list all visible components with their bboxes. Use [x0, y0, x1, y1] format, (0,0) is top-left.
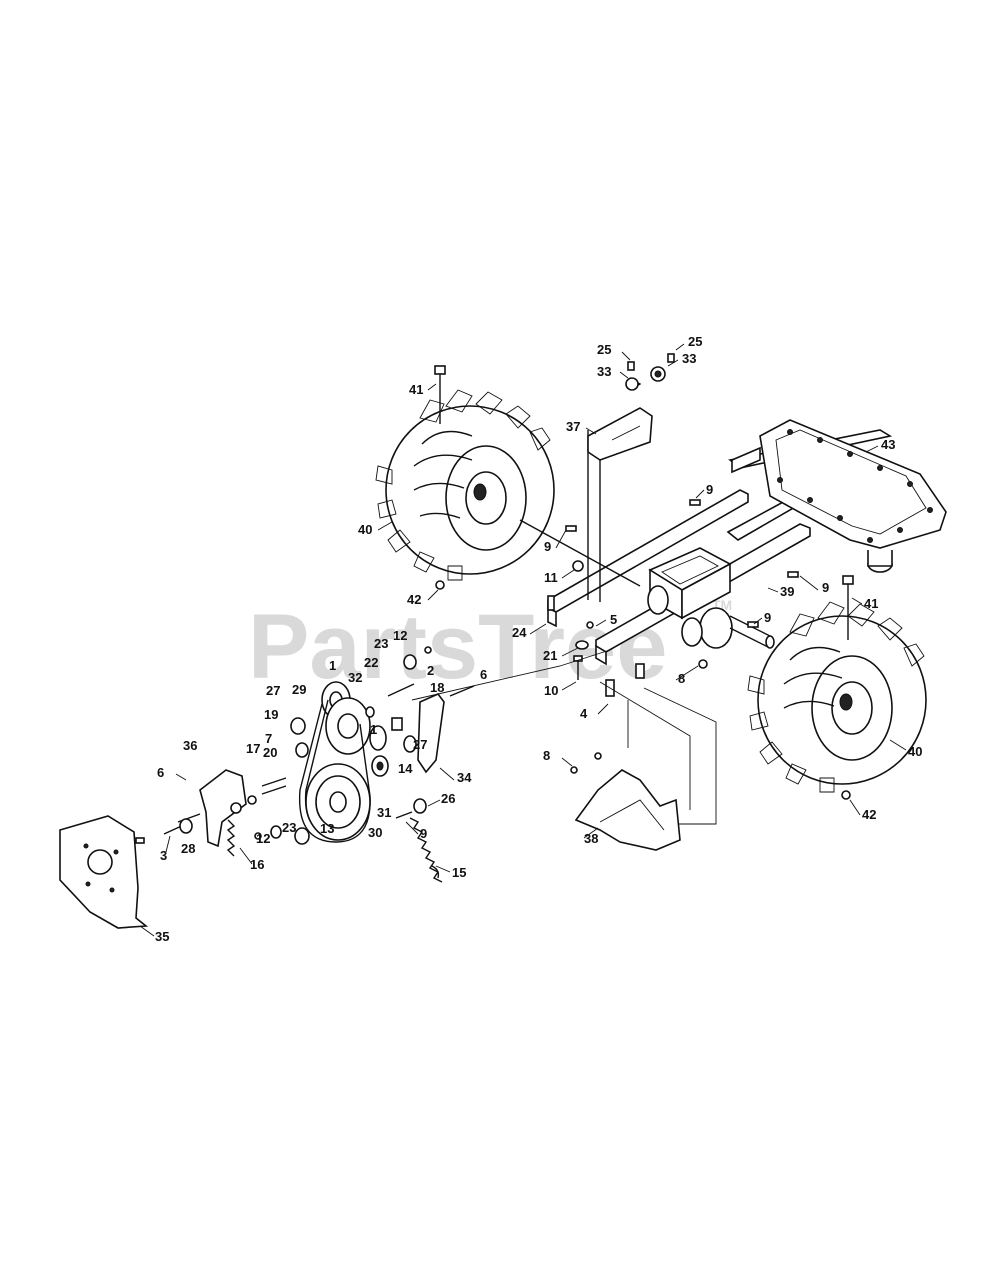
callout-8: 8: [678, 671, 685, 686]
callout-41: 41: [409, 382, 423, 397]
callout-18: 18: [430, 680, 444, 695]
callout-15: 15: [452, 865, 466, 880]
callout-27: 27: [413, 737, 427, 752]
callout-25: 25: [597, 342, 611, 357]
callout-23: 23: [282, 820, 296, 835]
callout-40: 40: [908, 744, 922, 759]
callout-36: 36: [183, 738, 197, 753]
callout-12: 12: [393, 628, 407, 643]
callout-9: 9: [764, 610, 771, 625]
callout-29: 29: [292, 682, 306, 697]
callout-9: 9: [544, 539, 551, 554]
left-tire: [375, 389, 555, 581]
callout-25: 25: [688, 334, 702, 349]
callout-39: 39: [780, 584, 794, 599]
callout-14: 14: [398, 761, 413, 776]
callout-3: 3: [160, 848, 167, 863]
idler-bracket: [163, 769, 287, 857]
engine-plate: [59, 815, 149, 929]
callout-16: 16: [250, 857, 264, 872]
callout-7: 7: [265, 731, 272, 746]
rear-housing: [731, 419, 947, 573]
axle-pins: [434, 365, 854, 800]
callout-40: 40: [358, 522, 372, 537]
callout-34: 34: [457, 770, 472, 785]
callout-21: 21: [543, 648, 557, 663]
callout-9: 9: [420, 826, 427, 841]
callout-22: 22: [364, 655, 378, 670]
callout-labels: 41 25 25 33 33 37 43 9 40 9 11 39 9 42 4…: [155, 334, 922, 944]
callout-13: 13: [320, 821, 334, 836]
small-hardware: [547, 499, 799, 697]
cover-plate: [570, 752, 681, 851]
callout-11: 11: [544, 570, 558, 585]
callout-2: 2: [427, 663, 434, 678]
callout-8: 8: [543, 748, 550, 763]
callout-37: 37: [566, 419, 580, 434]
leader-lines: [411, 649, 717, 825]
callout-1: 1: [370, 722, 377, 737]
callout-6: 6: [480, 667, 487, 682]
gearbox: [647, 547, 775, 649]
tension-bracket: [395, 693, 445, 883]
callout-23: 23: [374, 636, 388, 651]
callout-leaders: [139, 343, 907, 937]
callout-35: 35: [155, 929, 169, 944]
callout-9: 9: [706, 482, 713, 497]
callout-17: 17: [246, 741, 260, 756]
callout-32: 32: [348, 670, 362, 685]
left-washers: [179, 646, 475, 840]
callout-26: 26: [441, 791, 455, 806]
callout-24: 24: [512, 625, 527, 640]
callout-33: 33: [597, 364, 611, 379]
callout-5: 5: [610, 612, 617, 627]
callout-19: 19: [264, 707, 278, 722]
callout-4: 4: [580, 706, 588, 721]
callout-31: 31: [377, 805, 391, 820]
callout-27: 27: [266, 683, 280, 698]
callout-20: 20: [263, 745, 277, 760]
callout-43: 43: [881, 437, 895, 452]
callout-33: 33: [682, 351, 696, 366]
callout-1: 1: [329, 658, 336, 673]
callout-9: 9: [822, 580, 829, 595]
right-tire: [747, 601, 927, 793]
callout-10: 10: [544, 683, 558, 698]
callout-30: 30: [368, 825, 382, 840]
callout-38: 38: [584, 831, 598, 846]
upper-bracket: [587, 353, 675, 461]
callout-12: 12: [256, 831, 270, 846]
callout-42: 42: [862, 807, 876, 822]
callout-42: 42: [407, 592, 421, 607]
callout-41: 41: [864, 596, 878, 611]
callout-6: 6: [157, 765, 164, 780]
callout-28: 28: [181, 841, 195, 856]
pulley-assembly: [294, 681, 389, 845]
